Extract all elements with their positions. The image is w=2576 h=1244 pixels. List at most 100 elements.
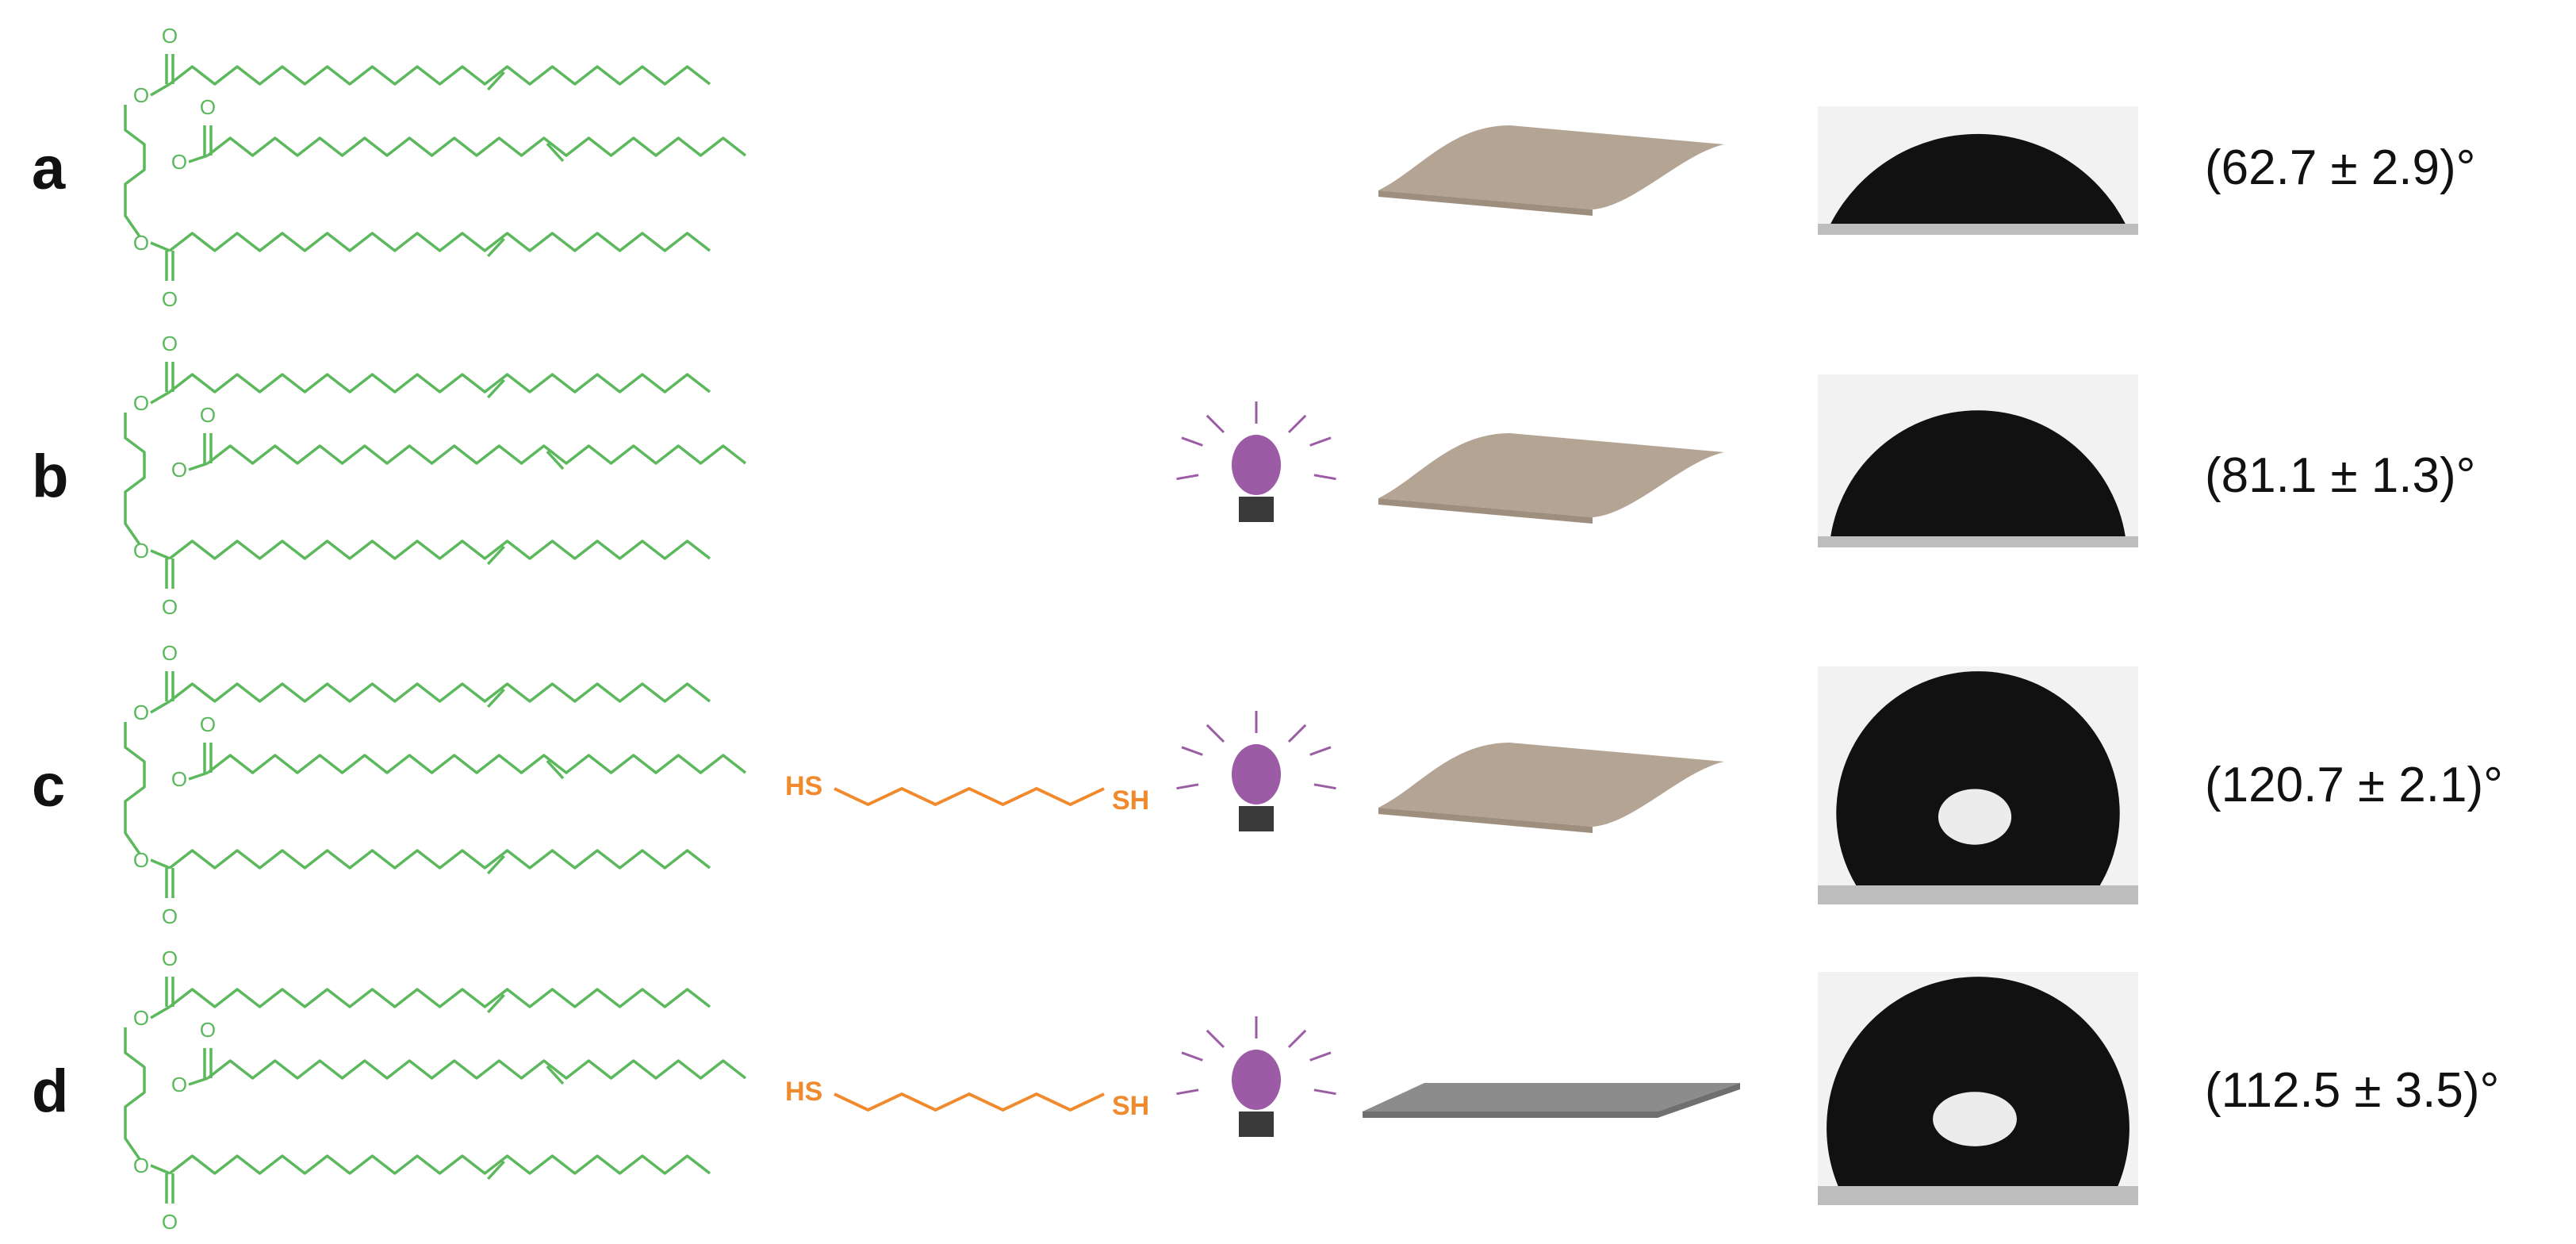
fatty-acid-chain [206, 754, 747, 780]
uv-ray [1206, 1029, 1225, 1049]
thiol-hs-label: HS [785, 1077, 822, 1107]
contact-angle-photo [1818, 972, 2138, 1205]
contact-angle-value: (120.7 ± 2.1)° [2205, 758, 2503, 812]
contact-angle-photo [1818, 106, 2138, 235]
carbonyl-oxygen: O [162, 1210, 178, 1234]
fatty-acid-chain [168, 65, 711, 91]
uv-ray [1313, 474, 1336, 481]
thiol-sh-label: SH [1112, 1091, 1149, 1121]
panel-label: b [32, 443, 68, 510]
carbonyl-oxygen: O [162, 332, 178, 355]
film-edge [1363, 1083, 1740, 1118]
carbonyl-bond [165, 54, 174, 84]
polymer-film-cured [1363, 1083, 1740, 1112]
water-droplet [1836, 671, 2120, 885]
carbonyl-bond [203, 433, 213, 463]
ester-bond [150, 241, 171, 252]
ester-oxygen: O [133, 1154, 149, 1177]
uv-ray [1181, 1051, 1203, 1062]
thiol-sh-label: SH [1112, 785, 1149, 816]
droplet-highlight [1938, 789, 2012, 845]
substrate-reflection [1818, 885, 2138, 904]
fatty-acid-chain [206, 136, 747, 163]
panel-label: d [32, 1058, 68, 1125]
fatty-acid-chain [168, 988, 711, 1014]
carbonyl-oxygen: O [162, 904, 178, 928]
ester-oxygen: O [133, 539, 149, 562]
droplet-highlight [1933, 1092, 2017, 1146]
carbonyl-oxygen: O [200, 95, 216, 119]
uv-ray [1176, 474, 1199, 481]
substrate-reflection [1818, 224, 2138, 235]
uv-ray [1206, 724, 1225, 743]
carbonyl-oxygen: O [162, 287, 178, 311]
uv-ray [1176, 783, 1199, 790]
water-droplet [1830, 133, 2126, 224]
ester-bond [188, 771, 209, 781]
ester-oxygen: O [133, 1006, 149, 1030]
ester-bond [150, 1005, 171, 1019]
fatty-acid-chain [168, 849, 711, 875]
polymer-film-uncured [1378, 125, 1724, 209]
film-edge [1378, 808, 1593, 833]
carbonyl-bond [165, 1173, 174, 1204]
carbonyl-bond [165, 559, 174, 589]
ester-oxygen: O [171, 1073, 187, 1096]
carbonyl-bond [203, 125, 213, 156]
carbonyl-bond [165, 362, 174, 392]
ester-bond [150, 83, 171, 97]
ester-bond [150, 700, 171, 714]
uv-ray [1309, 746, 1332, 756]
carbonyl-oxygen: O [162, 24, 178, 48]
carbonyl-bond [165, 251, 174, 281]
uv-ray [1313, 1088, 1336, 1096]
uv-lamp-base [1239, 497, 1274, 522]
uv-ray [1181, 436, 1203, 447]
fatty-acid-chain [168, 682, 711, 708]
water-droplet [1830, 410, 2126, 536]
contact-angle-photo [1818, 374, 2138, 547]
fatty-acid-chain [168, 1154, 711, 1181]
ester-oxygen: O [133, 848, 149, 872]
fatty-acid-chain [168, 539, 711, 566]
ester-oxygen: O [171, 767, 187, 791]
ester-bond [150, 549, 171, 560]
polymer-film-uncured [1378, 743, 1724, 827]
substrate-reflection [1818, 1186, 2138, 1205]
water-droplet [1827, 977, 2129, 1186]
uv-ray [1309, 436, 1332, 447]
panel-label: c [32, 752, 65, 820]
polymer-film-uncured [1378, 433, 1724, 517]
fatty-acid-chain [168, 373, 711, 399]
film-edge [1378, 190, 1593, 216]
film-edge [1378, 498, 1593, 524]
ester-bond [188, 154, 209, 163]
panel-label: a [32, 135, 66, 202]
carbonyl-bond [165, 868, 174, 898]
fatty-acid-chain [206, 1059, 747, 1085]
uv-lamp-base [1239, 806, 1274, 831]
carbonyl-oxygen: O [162, 641, 178, 665]
ester-bond [150, 1164, 171, 1175]
substrate-reflection [1818, 536, 2138, 547]
contact-angle-value: (62.7 ± 2.9)° [2205, 140, 2475, 195]
dithiol-chain [834, 787, 1105, 806]
ester-oxygen: O [171, 150, 187, 174]
ester-bond [188, 462, 209, 471]
uv-ray [1287, 414, 1307, 434]
uv-ray [1181, 746, 1203, 756]
ester-oxygen: O [133, 83, 149, 107]
ester-bond [188, 1077, 209, 1086]
contact-angle-photo [1818, 666, 2138, 904]
thiol-hs-label: HS [785, 771, 822, 801]
uv-lamp-bulb [1232, 435, 1281, 495]
carbonyl-oxygen: O [200, 712, 216, 736]
dithiol-chain [834, 1092, 1105, 1112]
carbonyl-oxygen: O [200, 1018, 216, 1042]
ester-oxygen: O [133, 701, 149, 724]
